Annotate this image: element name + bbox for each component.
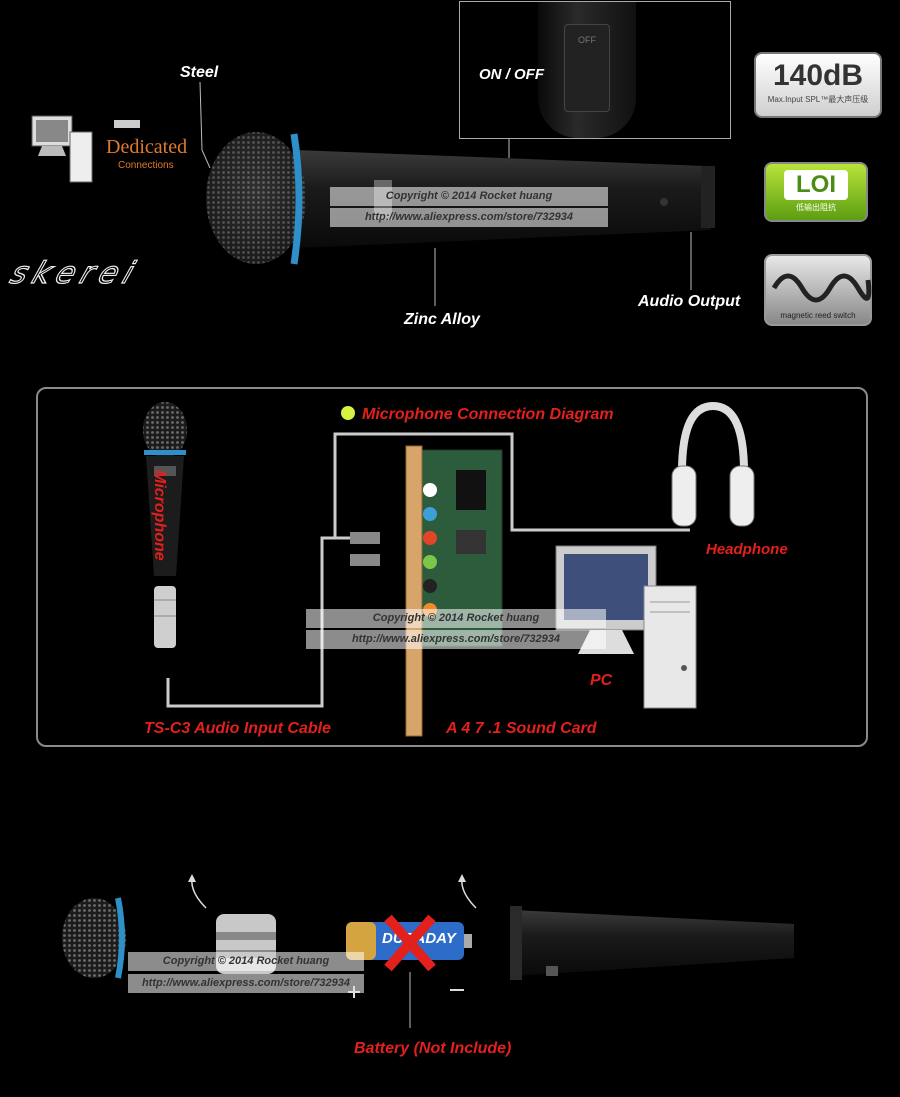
title-bullet [341,406,355,420]
watermark-copyright-top: Copyright © 2014 Rocket huang [330,187,608,206]
headphone-icon [671,401,755,527]
diagram-title: Microphone Connection Diagram [362,406,614,423]
switch-pointer [508,138,510,158]
switch-inset: OFF ON / OFF [459,1,731,139]
dedicated-title: Dedicated [106,136,188,158]
arrow-icon-1 [188,874,207,909]
cable-label: TS-C3 Audio Input Cable [144,720,331,737]
zinc-pointer [434,248,436,306]
reed-switch-badge: magnetic reed switch [764,254,872,326]
low-impedance-caption: 低输出阻抗 [796,203,836,212]
microphone-front-image [143,402,187,648]
arrow-icon-2 [458,874,477,909]
switch-slider: OFF [564,24,610,112]
sound-card-label: A 4 7 .1 Sound Card [446,720,597,737]
pc-label: PC [590,672,613,689]
audio-output-pointer [690,232,692,290]
on-off-label: ON / OFF [479,66,544,83]
cable-lines [166,432,690,708]
pc-icon [555,545,697,709]
grille-head-image [62,897,126,979]
max-spl-value: 140dB [772,59,864,92]
wave-icon [771,273,872,303]
zinc-alloy-label: Zinc Alloy [404,311,480,328]
monitor-icon [31,115,140,183]
low-impedance-badge: LOI 低输出阻抗 [764,162,868,222]
watermark-url-middle: http://www.aliexpress.com/store/732934 [306,630,606,649]
reed-switch-caption: magnetic reed switch [780,311,856,320]
watermark-url-bottom: http://www.aliexpress.com/store/732934 [128,974,364,993]
watermark-copyright-middle: Copyright © 2014 Rocket huang [306,609,606,628]
switch-text: OFF [578,35,596,45]
steel-pointer [199,81,211,169]
battery-pointer [348,972,464,1028]
watermark-url-top: http://www.aliexpress.com/store/732934 [330,208,608,227]
headphone-label: Headphone [706,541,788,558]
max-spl-caption: Max.Input SPL™最大声压级 [767,95,869,104]
max-spl-badge: 140dB Max.Input SPL™最大声压级 [754,52,882,118]
battery-label: Battery (Not Include) [354,1040,512,1057]
audio-output-label: Audio Output [638,293,741,310]
steel-label: Steel [180,64,219,81]
low-impedance-value: LOI [784,170,848,200]
dedicated-connections-graphic: Dedicated Connections [28,108,188,188]
microphone-handle-image [510,906,794,980]
connection-diagram-panel [36,387,868,747]
brand-logo: skerei [5,255,146,291]
sound-card-image [405,445,503,737]
watermark-copyright-bottom: Copyright © 2014 Rocket huang [128,952,364,971]
not-included-cross-icon [384,914,436,972]
dedicated-subtitle: Connections [118,160,174,171]
